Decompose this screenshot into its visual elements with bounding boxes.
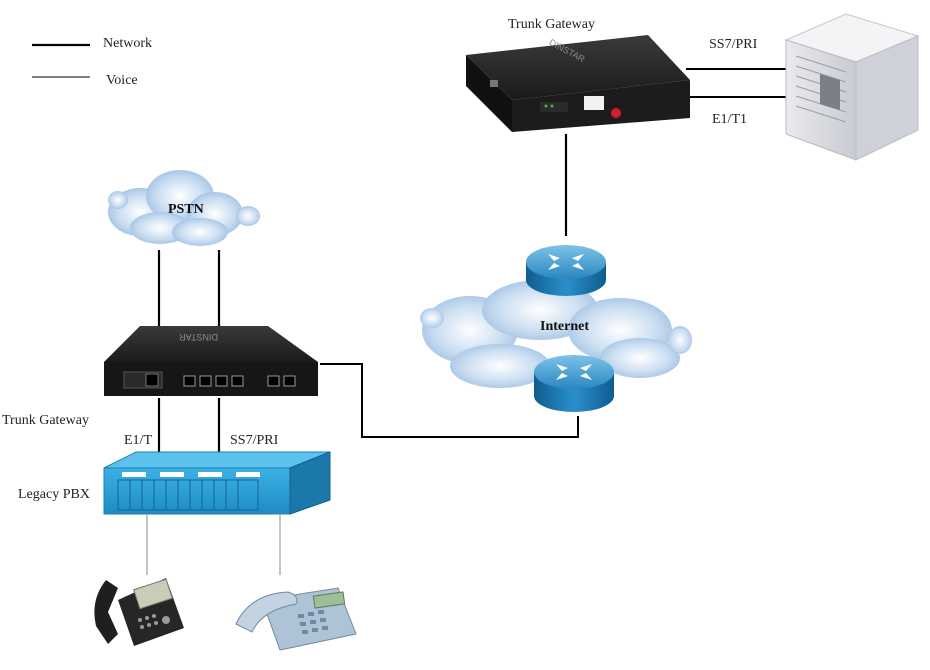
- trunk-gateway-top-lid: [466, 35, 690, 100]
- server-side: [855, 35, 919, 161]
- trunk-gateway-top-led-panel: [540, 102, 568, 112]
- trunk-gateway-top-label: Trunk Gateway: [508, 17, 595, 32]
- router-bottom: [534, 355, 614, 412]
- legacy-pbx-label: Legacy PBX: [18, 487, 90, 502]
- link-gateway-router-bottom: [320, 363, 579, 438]
- trunk-gateway-top-led: [544, 104, 548, 108]
- server: [784, 13, 920, 161]
- trunk-gateway-top-led-2: [550, 104, 554, 108]
- label-ss7-pri-right: SS7/PRI: [709, 37, 758, 52]
- legacy-pbx: [103, 451, 331, 515]
- trunk-gateway-left-brand: DINSTAR: [179, 332, 218, 342]
- label-ss7-pri-left: SS7/PRI: [230, 433, 279, 448]
- trunk-gateway-top-sticker: [584, 96, 604, 110]
- trunk-gateway-left-label: Trunk Gateway: [2, 413, 89, 428]
- router-bottom-arrows-icon: [556, 364, 592, 380]
- desk-phone-screen: [312, 591, 346, 609]
- legend: Network Voice: [32, 36, 152, 88]
- legacy-pbx-cards: [117, 479, 259, 511]
- desk-phone-handset: [235, 591, 298, 633]
- trunk-gateway-left: DINSTAR: [104, 326, 318, 396]
- trunk-gateway-top-port: [490, 80, 498, 87]
- connections: [146, 68, 790, 575]
- internet-cloud: Internet: [420, 280, 692, 388]
- trunk-gateway-top-front: [466, 55, 512, 132]
- pstn-label: PSTN: [168, 202, 204, 217]
- desk-phone-keypad: [298, 610, 328, 634]
- legend-voice-label: Voice: [106, 73, 138, 88]
- legend-network-label: Network: [103, 36, 152, 51]
- router-top-arrows-icon: [548, 254, 584, 270]
- label-e1-t1-right: E1/T1: [712, 112, 747, 127]
- router-top-face: [526, 245, 606, 279]
- ip-phone: [94, 578, 184, 646]
- trunk-gateway-top-logo-icon: [611, 108, 621, 118]
- trunk-gateway-left-ethernet-ports: [267, 375, 296, 387]
- ip-phone-keypad: [138, 614, 170, 629]
- trunk-gateway-left-power-socket: [145, 373, 159, 387]
- internet-label: Internet: [540, 319, 589, 334]
- trunk-gateway-left-e1-ports: [183, 375, 244, 387]
- pstn-cloud: PSTN: [108, 170, 260, 246]
- server-grille: [820, 74, 840, 110]
- trunk-gateway-left-lid: [104, 326, 318, 362]
- legacy-pbx-slots: [122, 472, 260, 477]
- ip-phone-handset: [94, 580, 118, 644]
- desk-phone: [235, 587, 357, 651]
- ip-phone-screen: [133, 578, 173, 610]
- router-bottom-face: [534, 355, 614, 389]
- label-e1-t-left: E1/T: [124, 433, 152, 448]
- trunk-gateway-top: Trunk Gateway DINSTAR: [466, 17, 690, 132]
- router-top: [526, 245, 606, 296]
- legacy-pbx-side: [289, 451, 331, 515]
